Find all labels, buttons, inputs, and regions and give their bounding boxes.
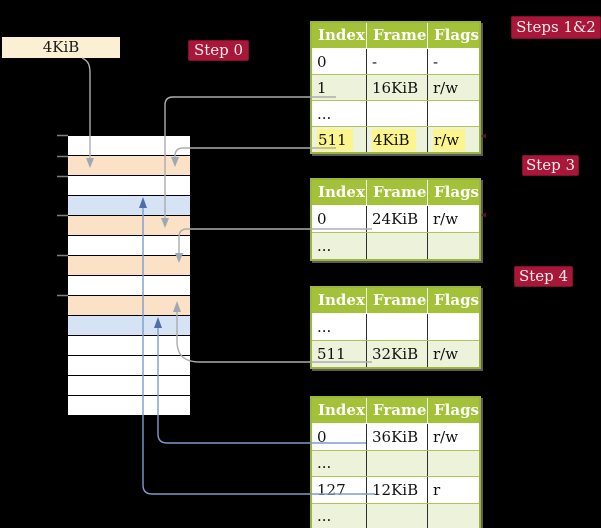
badge-step-4: Step 4 <box>514 266 573 287</box>
cell <box>366 101 427 126</box>
cell: ... <box>317 507 332 526</box>
cell <box>427 314 479 340</box>
current-row-markers <box>481 133 486 218</box>
cell <box>427 503 479 528</box>
cell: 511 <box>312 127 366 152</box>
cell: 36KiB <box>366 424 427 450</box>
header-cell: Frame <box>366 180 427 205</box>
table-row: ... <box>312 314 479 340</box>
header-cell: Flags <box>427 288 479 313</box>
memory-row-white <box>68 236 190 256</box>
cell: r/w <box>427 424 479 450</box>
memory-row-peach <box>68 296 190 316</box>
cell: 511 <box>317 345 346 363</box>
highlighted-value: r/w <box>433 128 466 151</box>
table-row: ... <box>312 502 479 528</box>
header-cell: Index <box>318 291 365 309</box>
header-cell: Frame <box>366 288 427 313</box>
memory-row-white <box>68 136 190 156</box>
cell <box>366 314 427 340</box>
badge-step-0: Step 0 <box>188 40 249 61</box>
cell: 1 <box>317 78 327 97</box>
memory-row-peach <box>68 216 190 236</box>
header-cell: Index <box>318 183 365 201</box>
cell <box>366 503 427 528</box>
physical-memory-strip <box>68 135 190 416</box>
cell: ... <box>317 237 332 255</box>
cell: ... <box>317 104 332 123</box>
cell: ... <box>317 454 332 473</box>
memory-row-peach <box>68 256 190 276</box>
memory-tick-marks <box>57 134 68 297</box>
cell: 0 <box>317 210 327 228</box>
cell: 24KiB <box>366 206 427 232</box>
cell: 4KiB <box>366 127 427 152</box>
memory-row-blue <box>68 196 190 216</box>
cell <box>427 101 479 126</box>
cell: 12KiB <box>366 477 427 503</box>
table-row: 511 4KiB r/w <box>312 126 479 152</box>
cell: - <box>427 49 479 74</box>
highlighted-value: 4KiB <box>372 128 416 151</box>
cell <box>427 233 479 259</box>
cell: ... <box>317 318 332 336</box>
cell: 0 <box>317 52 327 71</box>
cell <box>427 450 479 476</box>
highlighted-value: 511 <box>317 128 353 151</box>
cell: r <box>427 477 479 503</box>
header-cell: Flags <box>427 23 479 48</box>
badge-step-3: Step 3 <box>522 155 579 176</box>
table-row: ... <box>312 100 479 126</box>
memory-row-white <box>68 396 190 416</box>
memory-row-white <box>68 376 190 396</box>
header-cell: Flags <box>427 398 479 423</box>
table-row: ... <box>312 232 479 259</box>
cell: - <box>366 49 427 74</box>
frame-size-label: 4KiB <box>2 37 120 58</box>
header-cell: Index <box>318 26 365 44</box>
cell: 127 <box>317 480 346 499</box>
memory-row-blue <box>68 316 190 336</box>
cell: 16KiB <box>366 75 427 100</box>
memory-row-white <box>68 356 190 376</box>
memory-row-white <box>68 176 190 196</box>
header-cell: Flags <box>427 180 479 205</box>
header-cell: Index <box>318 401 365 419</box>
cell: r/w <box>427 206 479 232</box>
cell <box>366 450 427 476</box>
header-cell: Frame <box>366 23 427 48</box>
cell: r/w <box>427 341 479 367</box>
table-row: ... <box>312 449 479 476</box>
cell: 32KiB <box>366 341 427 367</box>
cell <box>366 233 427 259</box>
badge-steps-1-2: Steps 1&2 <box>511 16 601 39</box>
cell: r/w <box>427 127 479 152</box>
header-cell: Frame <box>366 398 427 423</box>
cell: 0 <box>317 427 327 446</box>
memory-row-white <box>68 336 190 356</box>
memory-row-peach <box>68 156 190 176</box>
table-row: 0 -- <box>312 49 479 74</box>
cell: r/w <box>427 75 479 100</box>
memory-row-white <box>68 276 190 296</box>
